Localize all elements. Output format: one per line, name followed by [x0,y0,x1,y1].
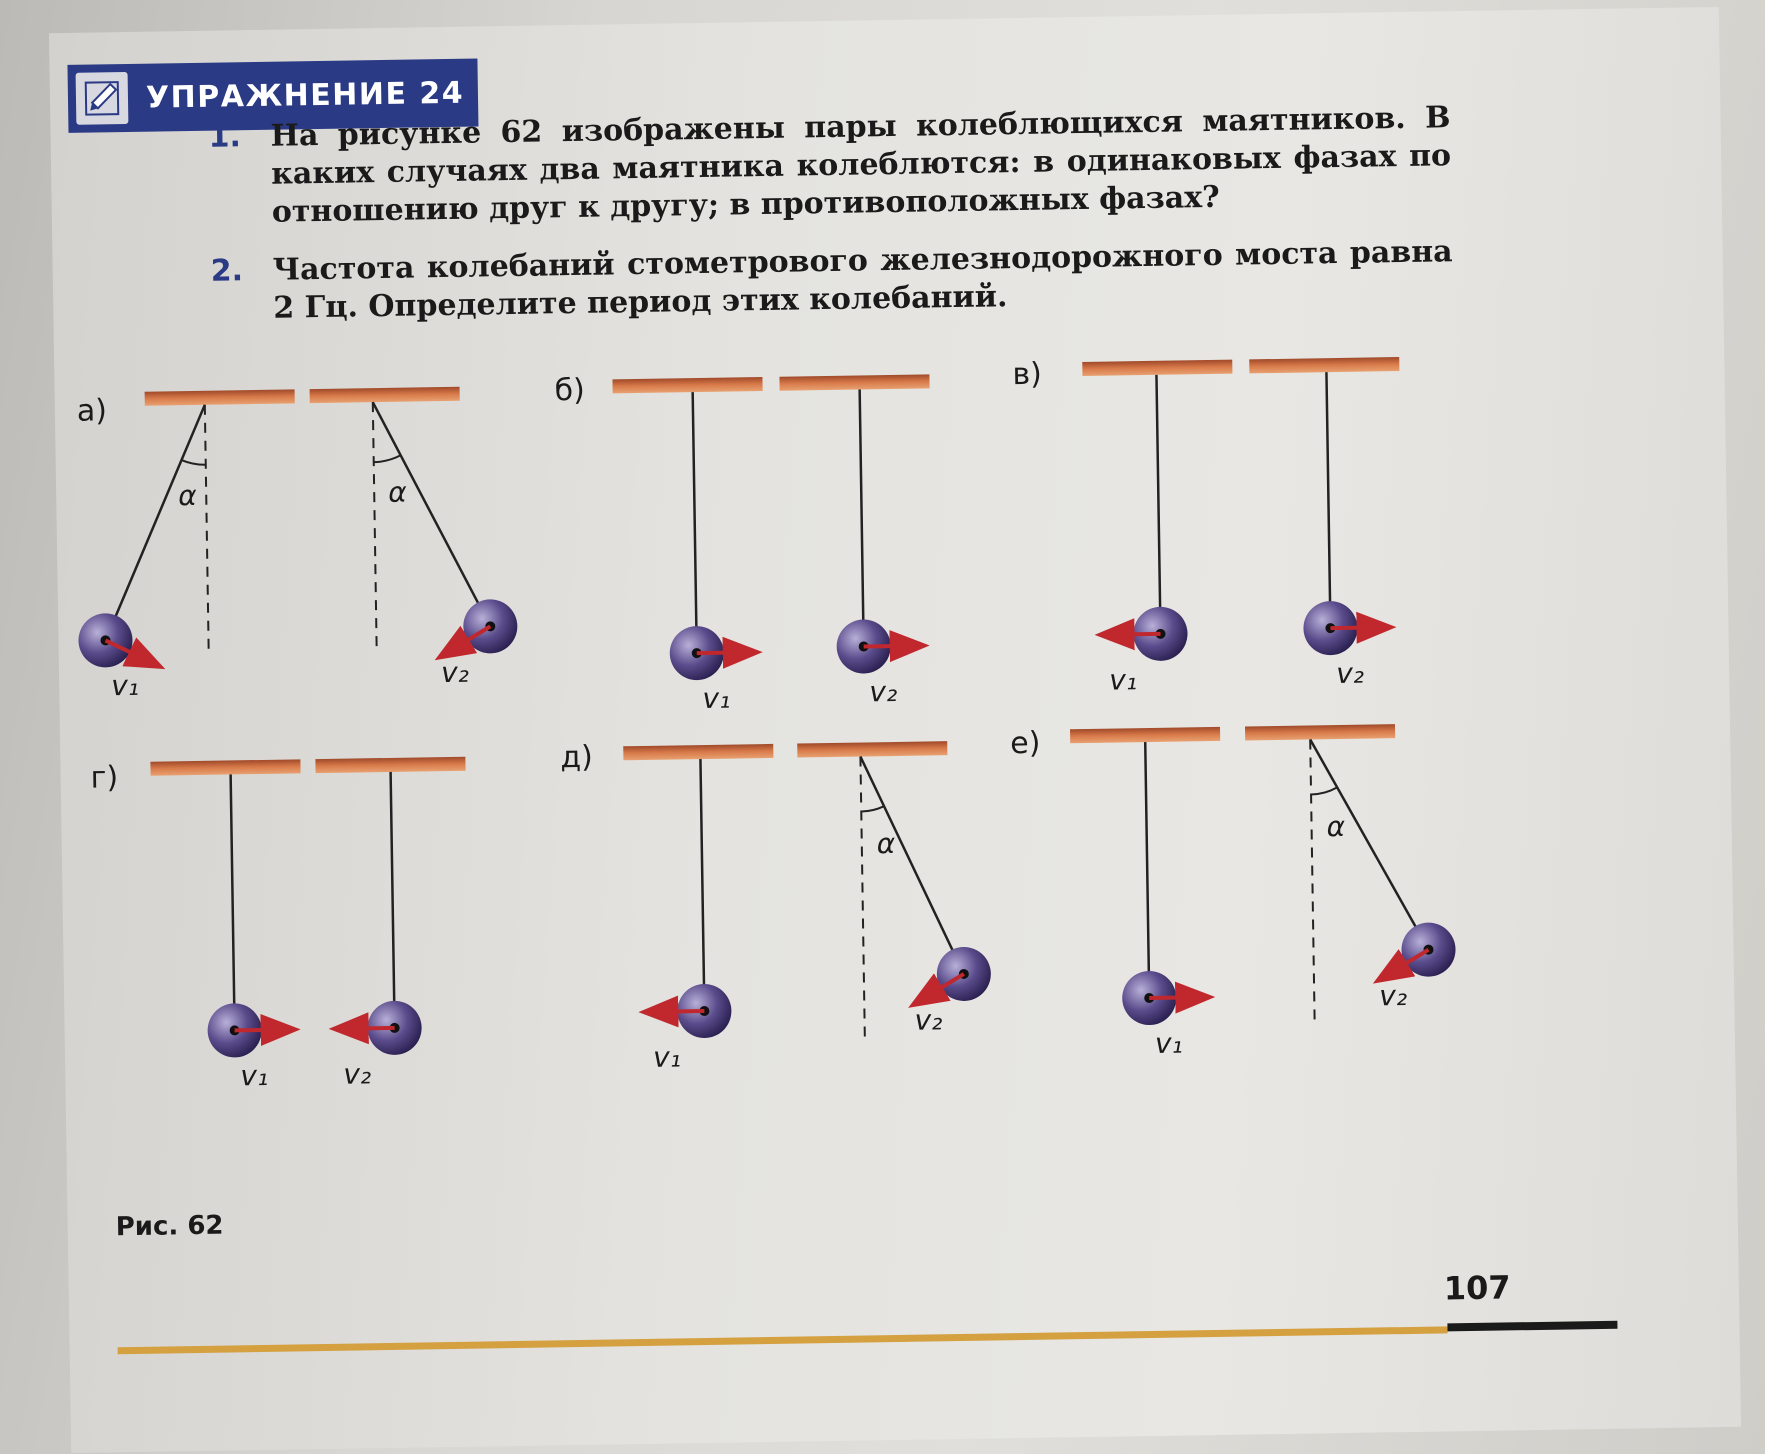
pendulum-thread [389,771,396,1028]
velocity-label: v₁ [702,682,730,715]
vertical-dashed-line [859,756,866,1037]
velocity-label: v₂ [1379,979,1407,1012]
velocity-arrow [434,624,492,661]
velocity-arrow [1094,618,1161,651]
velocity-arrow [908,972,965,1008]
ceiling-mount [623,743,774,761]
velocity-label: v₁ [653,1040,681,1073]
ceiling-mount [309,386,460,404]
angle-arc [861,805,885,813]
angle-label: α [178,479,198,512]
pendulum-panels: а) α v₁ α v₂ б) v₁ v₂ в) v₁ v₂ г) v₁ v₂ д) v₁ α v₂ е) v₁ α v₂ [77,357,1456,1092]
velocity-label: v₁ [1155,1027,1183,1060]
page-number: 107 [1443,1268,1511,1308]
vertical-dashed-line [203,404,210,655]
ceiling-mount [1249,357,1400,374]
velocity-label: v₂ [441,656,469,689]
velocity-label: v₂ [914,1003,942,1036]
angle-arc [181,459,206,466]
pendulum-thread [1155,374,1162,634]
pendulum-thread [699,759,706,1012]
angle-arc [373,454,402,464]
textbook-page: УПРАЖНЕНИЕ 24 1. На рисунке 62 изображен… [48,6,1742,1454]
velocity-arrow [234,1014,301,1046]
angle-label: α [877,827,897,860]
pendulum-thread [691,392,699,654]
panel-label: в) [1012,357,1042,392]
panel-label: а) [77,393,108,428]
exercise-header: УПРАЖНЕНИЕ 24 [67,58,479,133]
vertical-dashed-line [371,402,378,653]
pendulum-thread [371,401,492,627]
velocity-arrow [1372,947,1430,984]
velocity-label: v₂ [343,1057,371,1090]
velocity-label: v₁ [111,669,139,702]
velocity-arrow [1149,981,1216,1014]
velocity-arrow [104,637,166,670]
figure-caption: Рис. 62 [115,1210,224,1243]
pendulum-thread [104,404,206,641]
velocity-label: v₂ [869,675,897,708]
panel-label: д) [560,740,593,776]
pencil-icon [75,71,129,125]
angle-label: α [1326,810,1346,843]
panel-label: е) [1010,726,1041,761]
ceiling-mount [1244,724,1396,741]
ceiling-mount [612,377,763,394]
velocity-arrow [1330,611,1397,644]
pendulum-thread [1325,372,1332,629]
velocity-label: v₁ [1109,663,1137,696]
angle-label: α [388,476,408,509]
ceiling-mount [150,759,301,776]
velocity-label: v₁ [240,1059,268,1092]
panel-label: г) [90,760,118,795]
velocity-arrow [638,995,705,1028]
velocity-arrow [863,630,930,663]
ceiling-mount [1082,359,1233,377]
pendulum-thread [858,389,865,647]
pendulum-figure: а) α v₁ α v₂ б) v₁ v₂ в) v₁ v₂ г) v₁ v₂ д) v₁ α v₂ е) v₁ α v₂ [77,357,1456,1092]
ceiling-mount [779,374,930,391]
velocity-arrow [328,1012,395,1045]
ceiling-mount [144,389,295,406]
angle-arc [1311,786,1338,796]
panel-label: б) [554,373,585,408]
ceiling-mount [315,756,466,774]
pendulum-thread [229,774,236,1031]
ceiling-mount [1070,726,1221,744]
pendulum-thread [1309,738,1430,951]
velocity-arrow [696,636,763,669]
velocity-label: v₂ [1336,657,1364,690]
ceiling-mount [797,741,948,758]
vertical-dashed-line [1309,739,1316,1020]
pendulum-thread [1143,742,1151,999]
pendulum-thread [859,756,965,975]
